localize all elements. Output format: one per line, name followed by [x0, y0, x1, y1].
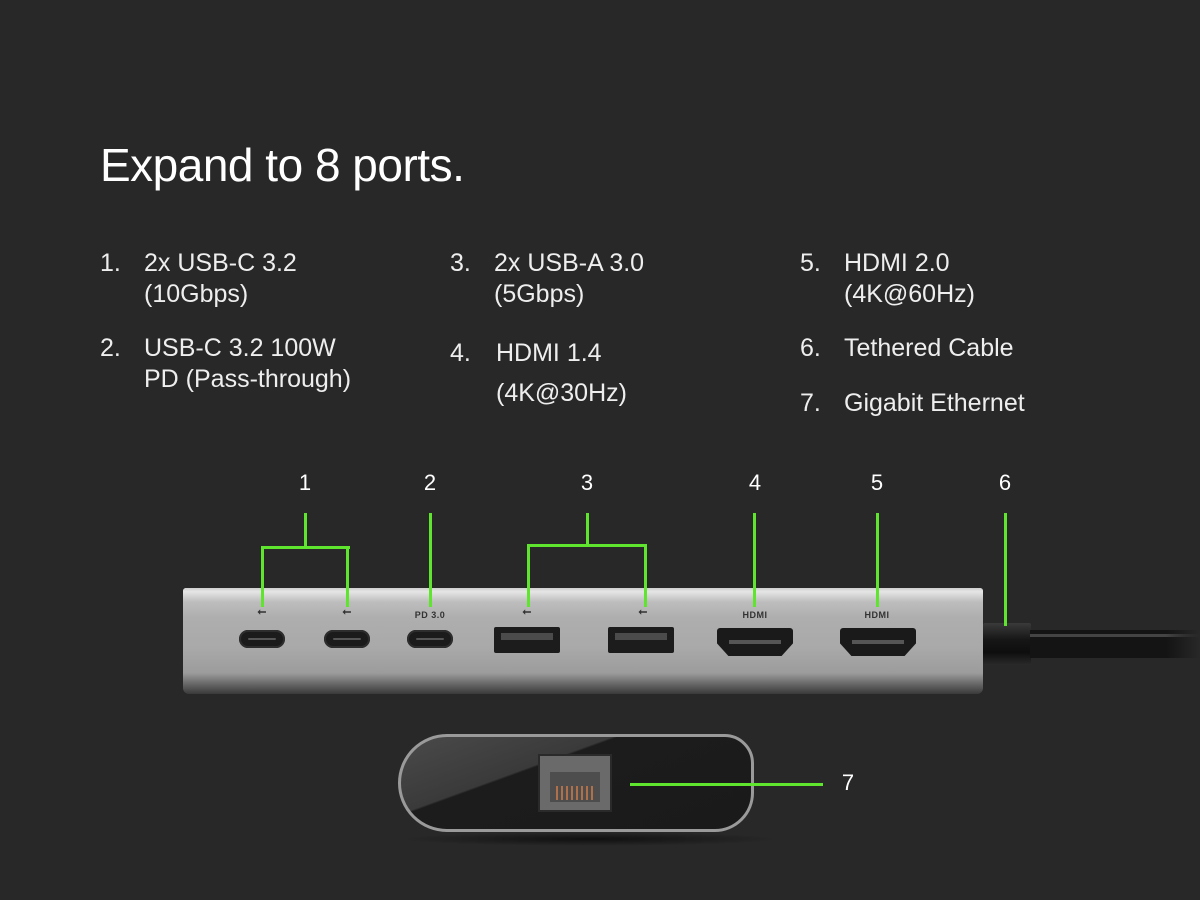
callout-line-1-left — [261, 546, 264, 607]
hdmi-port-2 — [840, 628, 916, 656]
callout-line-3-right — [644, 544, 647, 607]
spec-item-2: 2. USB-C 3.2 100W PD (Pass-through) — [100, 334, 352, 393]
page-title: Expand to 8 ports. — [100, 139, 465, 191]
callout-number-6: 6 — [998, 470, 1012, 495]
callout-line-3 — [586, 513, 589, 546]
spec-item-3: 3. 2x USB-A 3.0 (5Gbps) — [450, 249, 645, 308]
spec-item-7: 7. Gigabit Ethernet — [800, 389, 1025, 417]
spec-item-5: 5. HDMI 2.0 (4K@60Hz) — [800, 249, 975, 308]
usb-symbol-icon: ⭠ — [342, 606, 352, 618]
usb-c-port-1 — [239, 630, 285, 648]
usb-a-port-1 — [494, 627, 560, 653]
cable-boot — [983, 623, 1031, 665]
hdmi-logo-icon: HDMI — [864, 610, 890, 620]
hub-top-edge — [183, 588, 983, 600]
callout-line-1-right — [346, 546, 349, 607]
callout-line-1 — [304, 513, 307, 548]
callout-number-5: 5 — [870, 470, 884, 495]
callout-number-1: 1 — [298, 470, 312, 495]
callout-line-4 — [753, 513, 756, 607]
tethered-cable — [1030, 630, 1200, 658]
callout-number-2: 2 — [423, 470, 437, 495]
hdmi-logo-icon: HDMI — [742, 610, 768, 620]
callout-line-3-left — [527, 544, 530, 607]
usb-c-port-2 — [324, 630, 370, 648]
spec-item-4: 4. HDMI 1.4 (4K@30Hz) — [450, 339, 627, 407]
callout-line-6 — [1004, 513, 1007, 626]
callout-line-7 — [630, 783, 823, 786]
spec-item-1: 1. 2x USB-C 3.2 (10Gbps) — [100, 249, 297, 308]
ethernet-shadow — [400, 832, 780, 846]
usb-symbol-icon: ⭠ — [257, 606, 267, 618]
usb-symbol-icon: ⭠ — [638, 606, 648, 618]
callout-line-2 — [429, 513, 432, 607]
usb-c-pd-port — [407, 630, 453, 648]
ethernet-port — [538, 754, 612, 812]
usb-symbol-icon: ⭠ — [522, 606, 532, 618]
hdmi-port-1 — [717, 628, 793, 656]
usb-a-port-2 — [608, 627, 674, 653]
callout-line-3-bracket — [527, 544, 647, 547]
callout-number-7: 7 — [841, 770, 855, 795]
pd-label: PD 3.0 — [414, 610, 446, 620]
callout-line-1-bracket — [261, 546, 350, 549]
callout-line-5 — [876, 513, 879, 607]
spec-item-6: 6. Tethered Cable — [800, 334, 1014, 362]
callout-number-4: 4 — [748, 470, 762, 495]
callout-number-3: 3 — [580, 470, 594, 495]
